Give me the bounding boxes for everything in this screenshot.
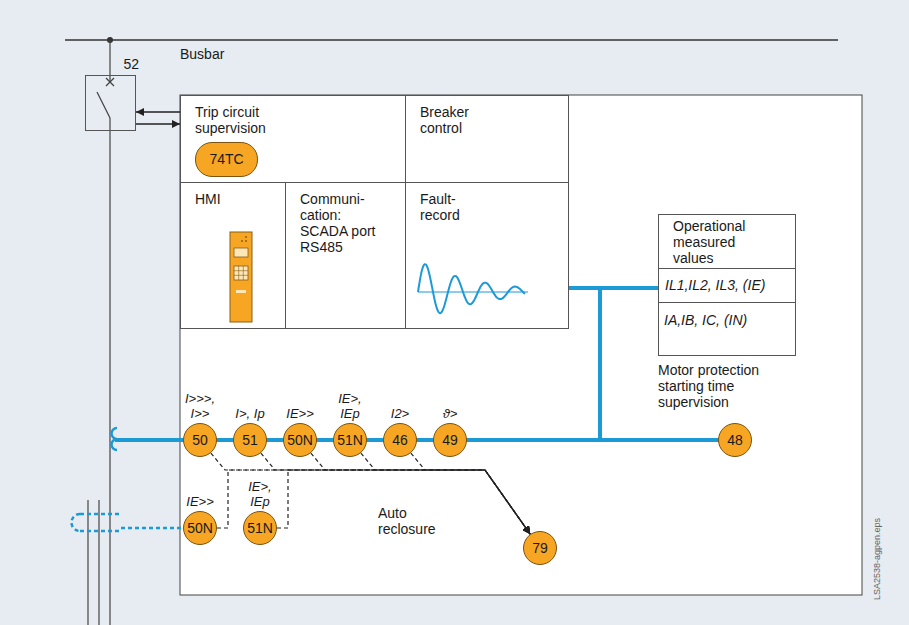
function-number: 46 [384, 424, 416, 456]
values-row: IL1,IL2, IL3, (IE) [658, 268, 796, 303]
device-body [230, 232, 252, 322]
function-number: 49 [434, 424, 466, 456]
ansi-function: 48 [718, 423, 752, 457]
ansi-function: IE>>50N [283, 423, 317, 457]
waveform-axis [418, 291, 528, 292]
function-number: 51 [234, 424, 266, 456]
box-text: Fault- record [406, 183, 484, 223]
trip-signal [136, 111, 180, 112]
ansi-function: I2>46 [383, 423, 417, 457]
function-number: 50N [184, 512, 216, 544]
feeder-wire [109, 118, 110, 625]
function-box: Fault- record [405, 182, 569, 329]
busbar-line [65, 39, 838, 41]
function-box: Trip circuit supervision 74TC [180, 95, 406, 183]
setting-label: 52 [123, 57, 139, 72]
box-text: Trip circuit supervision [181, 96, 319, 136]
file-watermark: LSA2538-agpen.eps [872, 518, 883, 600]
hmi-device [230, 232, 252, 322]
function-box: Communi- cation: SCADA port RS485 [285, 182, 406, 329]
relay-housing [180, 95, 862, 595]
function-number: 51N [244, 512, 276, 544]
ansi-function: 79 [523, 531, 557, 565]
values-row: IA,IB, IC, (IN) [658, 302, 796, 356]
ansi-function: I>, Ip51 [233, 423, 267, 457]
values-box: Operational measured valuesIL1,IL2, IL3,… [658, 214, 796, 356]
device-slot [236, 290, 246, 293]
box-text: IA,IB, IC, (IN) [658, 303, 798, 328]
ansi-function: ϑ>49 [433, 423, 467, 457]
core-balance-ct [72, 514, 122, 531]
device-keypad [234, 266, 248, 280]
setting-label: IE>, IEp [242, 479, 278, 509]
measurement-bus [568, 286, 658, 290]
ansi-function: I>>>, I>>50 [183, 423, 217, 457]
function-number: 51N [334, 424, 366, 456]
device-led [245, 236, 247, 238]
setting-label: IE>> [286, 406, 313, 421]
trip-signal [136, 123, 180, 124]
ansi-function: IE>>50N [183, 511, 217, 545]
box-text: Breaker control [406, 96, 494, 136]
function-number: 74TC [196, 143, 257, 176]
ansi-function: IE>, IEp51N [243, 511, 277, 545]
breaker-blade [97, 92, 110, 118]
function-number: 79 [524, 532, 556, 564]
busbar-label: Busbar [180, 46, 224, 62]
setting-label: ϑ> [443, 406, 458, 421]
setting-label: I>>>, I>> [180, 391, 220, 421]
function-caption: Auto reclosure [378, 505, 458, 537]
function-box: HMI [180, 182, 286, 329]
function-number: 50N [284, 424, 316, 456]
function-caption: Motor protection starting time supervisi… [658, 362, 788, 410]
breaker-contact [106, 78, 114, 86]
box-text: IL1,IL2, IL3, (IE) [659, 269, 799, 293]
current-transformer [112, 428, 118, 450]
setting-label: IE>> [186, 494, 213, 509]
function-number: 50 [184, 424, 216, 456]
function-number: 48 [719, 424, 751, 456]
phase-wire [87, 500, 88, 625]
device-display [234, 248, 248, 257]
setting-label: IE>, IEp [332, 391, 368, 421]
function-badge: 74TC [195, 142, 258, 177]
setting-label: I>, Ip [235, 406, 264, 421]
setting-label: I2> [391, 406, 409, 421]
earth-current-wire [121, 527, 183, 530]
circuit-breaker: 52 [85, 75, 136, 131]
box-text: Operational measured values [659, 215, 772, 266]
fault-waveform [418, 264, 525, 313]
ansi-function: IE>, IEp51N [333, 423, 367, 457]
phase-wire [98, 500, 99, 625]
device-led [241, 240, 243, 242]
measurement-bus [598, 288, 602, 440]
box-text: HMI [181, 183, 279, 207]
function-box: Breaker control [405, 95, 569, 183]
box-text: Communi- cation: SCADA port RS485 [286, 183, 394, 255]
breaker-contact [106, 78, 114, 86]
keypad-grid [234, 266, 248, 280]
device-led [245, 240, 247, 242]
